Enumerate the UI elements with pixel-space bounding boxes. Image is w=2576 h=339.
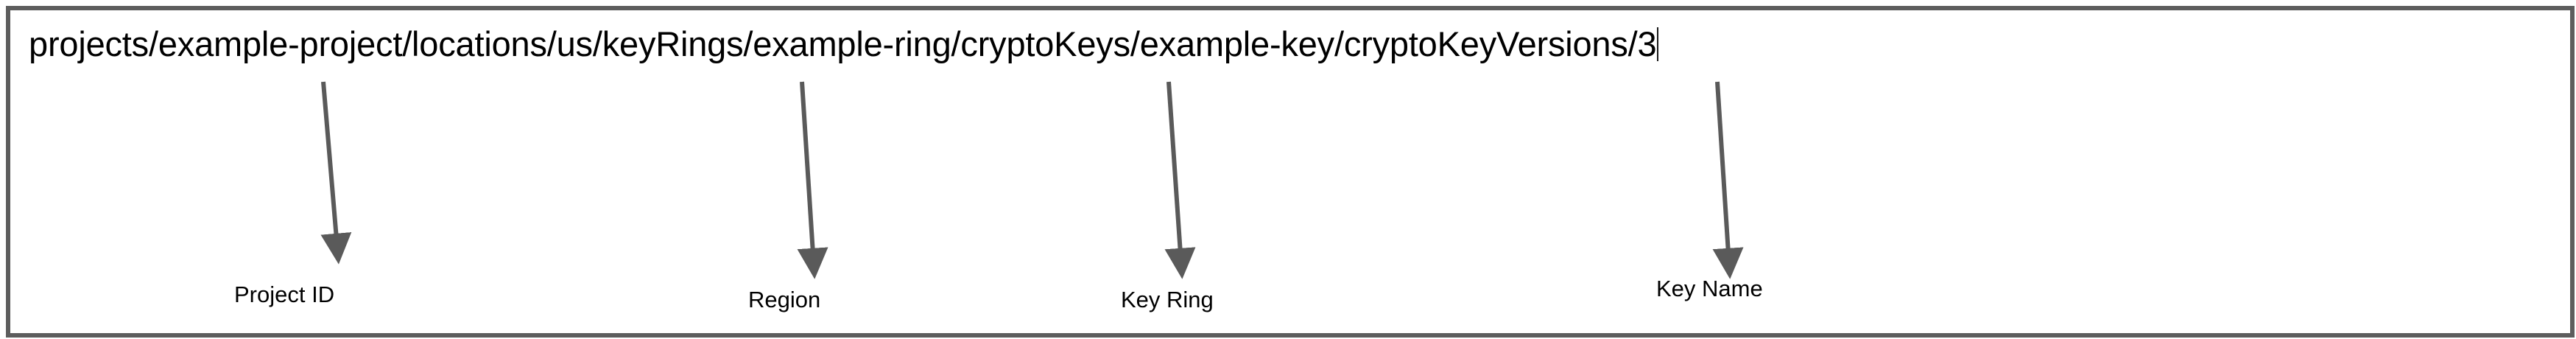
outer-border-frame: projects/example-project/locations/us/ke… <box>6 6 2575 338</box>
text-cursor-caret <box>1657 27 1659 61</box>
annotation-label-key-ring: Key Ring <box>1121 287 1214 312</box>
resource-path-text[interactable]: projects/example-project/locations/us/ke… <box>29 24 1659 63</box>
annotation-label-region: Region <box>748 287 821 312</box>
resource-path-value: projects/example-project/locations/us/ke… <box>29 24 1657 63</box>
annotation-arrow <box>1164 81 1196 279</box>
diagram-inner-area: projects/example-project/locations/us/ke… <box>21 21 2560 323</box>
annotation-arrow <box>320 81 352 265</box>
annotation-label-key-name: Key Name <box>1656 276 1763 301</box>
annotation-arrow <box>797 81 828 279</box>
annotation-arrow <box>1712 81 1744 279</box>
annotation-arrow-layer <box>320 81 1744 279</box>
annotation-label-project-id: Project ID <box>234 282 335 307</box>
arrows-group <box>320 81 1744 279</box>
